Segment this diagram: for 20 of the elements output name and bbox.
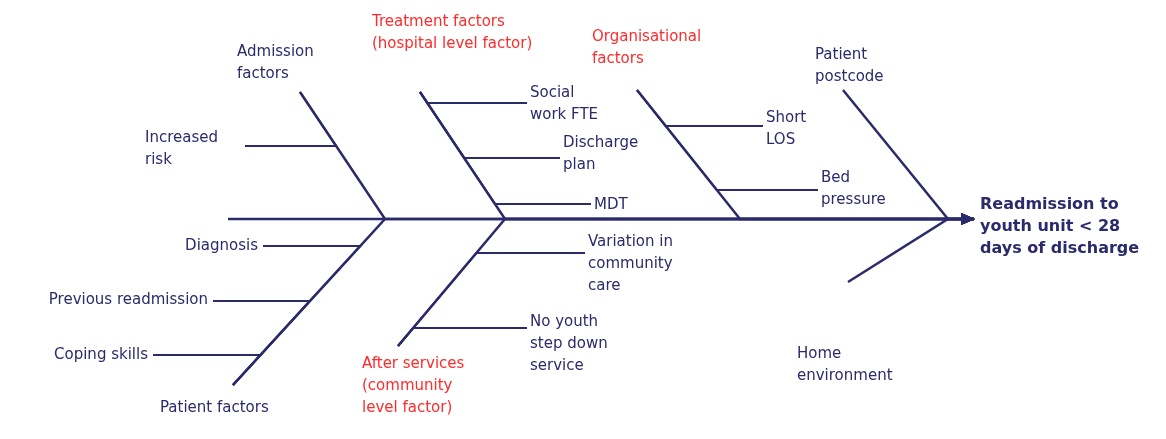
cause-label: Variation in community care xyxy=(588,230,703,296)
effect-label: Readmission to youth unit < 28 days of discharge xyxy=(980,193,1165,259)
category-label: Home environment xyxy=(797,342,917,386)
cause-label: No youth step down service xyxy=(530,310,630,376)
cause-label: Bed pressure xyxy=(821,166,911,210)
cause-label: Discharge plan xyxy=(563,131,663,175)
cause-label: MDT xyxy=(594,193,628,215)
cause-label: Coping skills xyxy=(54,343,148,365)
category-label: Patient postcode xyxy=(815,43,895,87)
category-label: After services (community level factor) xyxy=(362,352,472,418)
category-label: Treatment factors (hospital level factor) xyxy=(372,10,542,54)
category-label: Patient factors xyxy=(160,396,269,418)
category-label: Organisational factors xyxy=(592,25,722,69)
bone-arrow xyxy=(847,213,975,284)
cause-label: Diagnosis xyxy=(185,234,258,256)
cause-label: Increased risk xyxy=(145,126,240,170)
cause-label: Short LOS xyxy=(766,106,826,150)
category-label: Admission factors xyxy=(237,40,329,84)
cause-label: Social work FTE xyxy=(530,81,615,125)
cause-label: Previous readmission xyxy=(48,288,208,310)
